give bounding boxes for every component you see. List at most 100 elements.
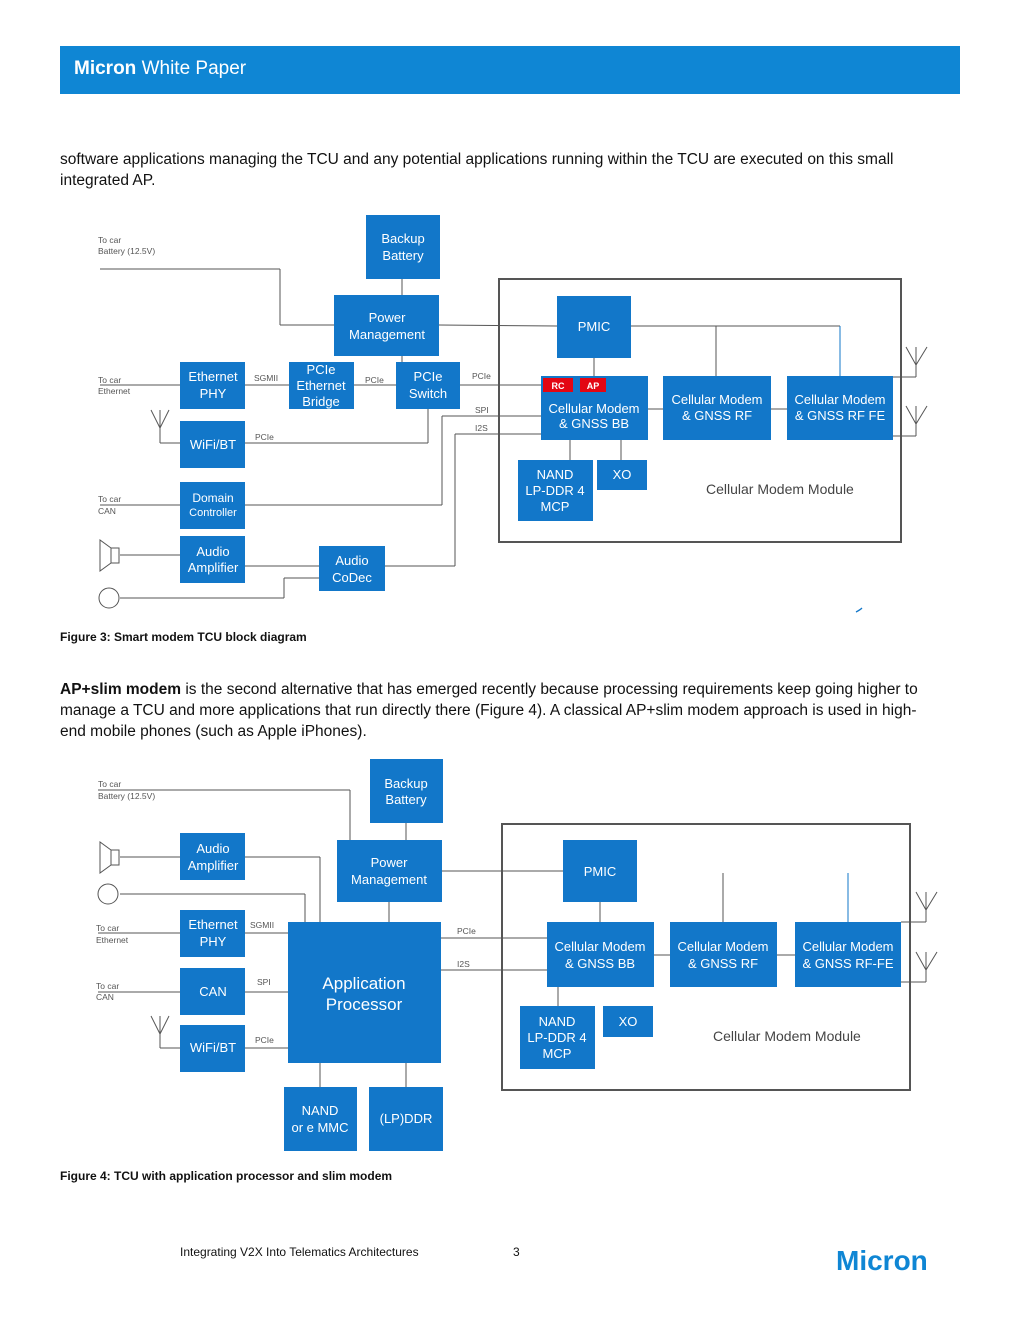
fig3-wifi-bt-box: WiFi/BT [180, 421, 245, 468]
svg-text:NAND: NAND [537, 467, 574, 482]
svg-text:& GNSS RF: & GNSS RF [682, 408, 752, 423]
fig3-label-spi: SPI [475, 405, 489, 415]
footer-page-number: 3 [513, 1245, 520, 1259]
fig4-cellular-modem-rffe-box: Cellular Modem & GNSS RF-FE [795, 922, 901, 987]
fig3-label-pcie-a: PCIe [365, 375, 384, 385]
fig4-label-pcie-a: PCIe [255, 1035, 274, 1045]
svg-text:Application: Application [322, 974, 405, 993]
svg-text:LP-DDR 4: LP-DDR 4 [527, 1030, 586, 1045]
fig3-cellular-modem-bb-box: Cellular Modem & GNSS BB [541, 376, 648, 440]
fig4-xo-box: XO [603, 1006, 653, 1037]
fig4-pmic-box: PMIC [563, 840, 637, 902]
fig3-label-i2s: I2S [475, 423, 488, 433]
svg-text:PCIe: PCIe [414, 369, 443, 384]
svg-text:NAND: NAND [539, 1014, 576, 1029]
svg-text:(LP)DDR: (LP)DDR [380, 1111, 433, 1126]
fig3-label-sgmii: SGMII [254, 373, 278, 383]
header-brand: Micron [74, 58, 137, 79]
fig3-label-battery: Battery (12.5V) [98, 246, 155, 256]
svg-text:CAN: CAN [199, 984, 226, 999]
fig4-cellular-modem-rf-box: Cellular Modem & GNSS RF [670, 922, 777, 987]
fig4-nand-emmc-box: NAND or e MMC [284, 1087, 357, 1151]
fig3-audio-codec-box: Audio CoDec [319, 546, 385, 591]
fig4-antenna-icon-2 [915, 951, 938, 982]
svg-text:Power: Power [369, 310, 407, 325]
svg-text:Battery: Battery [385, 792, 427, 807]
fig4-label-pcie-b: PCIe [457, 926, 476, 936]
fig4-label-ethernet: Ethernet [96, 935, 129, 945]
svg-text:AP: AP [587, 381, 600, 391]
svg-text:Cellular Modem: Cellular Modem [671, 392, 762, 407]
fig3-pcie-ethernet-bridge-box: PCIe Ethernet Bridge [289, 362, 354, 409]
fig4-antenna-icon-1 [915, 891, 938, 922]
fig4-label-sgmii: SGMII [250, 920, 274, 930]
fig4-label-to-car-eth: To car [96, 923, 119, 933]
figure-4-caption: Figure 4: TCU with application processor… [60, 1169, 393, 1183]
paragraph-2: AP+slim modem is the second alternative … [60, 679, 920, 742]
fig3-speaker-icon [99, 539, 120, 572]
fig3-audio-amplifier-box: Audio Amplifier [180, 536, 245, 583]
fig4-nand-box: NAND LP-DDR 4 MCP [520, 1006, 595, 1069]
fig3-label-to-car: To car [98, 235, 121, 245]
svg-text:Audio: Audio [335, 553, 368, 568]
svg-text:& GNSS BB: & GNSS BB [559, 416, 629, 431]
svg-text:PCIe: PCIe [307, 362, 336, 377]
svg-text:or e MMC: or e MMC [291, 1120, 348, 1135]
svg-text:WiFi/BT: WiFi/BT [190, 1040, 236, 1055]
svg-text:PMIC: PMIC [584, 864, 617, 879]
fig3-wifi-antenna-icon [150, 409, 170, 429]
fig3-ethernet-phy-box: Ethernet PHY [180, 362, 245, 409]
micron-logo: Micron [836, 1245, 928, 1276]
svg-text:Backup: Backup [384, 776, 427, 791]
fig3-domain-controller-box: Domain Controller [180, 482, 245, 529]
svg-text:XO: XO [619, 1014, 638, 1029]
fig3-module-label: Cellular Modem Module [706, 481, 854, 497]
fig4-module-label: Cellular Modem Module [713, 1028, 861, 1044]
fig3-nand-box: NAND LP-DDR 4 MCP [518, 460, 593, 521]
svg-text:& GNSS RF-FE: & GNSS RF-FE [802, 956, 893, 971]
svg-text:Cellular Modem: Cellular Modem [794, 392, 885, 407]
svg-text:Amplifier: Amplifier [188, 858, 239, 873]
header-banner: Micron White Paper [60, 46, 960, 94]
fig4-speaker-icon [99, 841, 120, 874]
svg-text:NAND: NAND [302, 1103, 339, 1118]
fig4-lpddr-box: (LP)DDR [369, 1087, 443, 1151]
svg-text:Cellular Modem: Cellular Modem [548, 401, 639, 416]
svg-text:Cellular Modem: Cellular Modem [554, 939, 645, 954]
fig3-power-management-box: Power Management [334, 295, 439, 356]
fig3-label-to-car-can: To car [98, 494, 121, 504]
fig4-can-box: CAN [180, 968, 245, 1015]
fig3-xo-box: XO [597, 460, 647, 490]
svg-text:& GNSS BB: & GNSS BB [565, 956, 635, 971]
figure-4-diagram: Backup Battery Power Management PMIC Aud… [96, 759, 938, 1151]
fig3-label-pcie-c: PCIe [255, 432, 274, 442]
fig3-antenna-icon-2 [905, 405, 928, 436]
paragraph-1: software applications managing the TCU a… [60, 151, 894, 189]
fig3-pcie-switch-box: PCIe Switch [396, 362, 460, 409]
header-title: Micron White Paper [74, 58, 246, 80]
fig4-label-spi: SPI [257, 977, 271, 987]
svg-text:Ethernet: Ethernet [296, 378, 346, 393]
svg-text:XO: XO [613, 467, 632, 482]
fig4-cellular-modem-bb-box: Cellular Modem & GNSS BB [547, 922, 654, 987]
fig4-wifi-antenna-icon [150, 1015, 170, 1035]
fig3-cellular-modem-rffe-box: Cellular Modem & GNSS RF FE [787, 376, 893, 440]
fig4-label-to-car: To car [98, 779, 121, 789]
svg-text:& GNSS RF FE: & GNSS RF FE [795, 408, 886, 423]
svg-text:CoDec: CoDec [332, 570, 372, 585]
fig4-wifi-bt-box: WiFi/BT [180, 1025, 245, 1072]
svg-text:Audio: Audio [196, 841, 229, 856]
fig3-label-pcie-b: PCIe [472, 371, 491, 381]
svg-text:Cellular Modem: Cellular Modem [677, 939, 768, 954]
fig3-label-ethernet: Ethernet [98, 386, 131, 396]
fig4-microphone-icon [97, 883, 119, 905]
svg-text:Power: Power [371, 855, 409, 870]
fig4-label-battery: Battery (12.5V) [98, 791, 155, 801]
svg-text:Domain: Domain [192, 491, 233, 505]
svg-text:Ethernet: Ethernet [188, 369, 238, 384]
svg-text:Battery: Battery [382, 248, 424, 263]
svg-text:Ethernet: Ethernet [188, 917, 238, 932]
fig3-ap-badge: AP [580, 378, 606, 392]
figure-3-diagram: Backup Battery Power Management PMIC Eth… [98, 215, 928, 613]
svg-text:PHY: PHY [200, 934, 227, 949]
